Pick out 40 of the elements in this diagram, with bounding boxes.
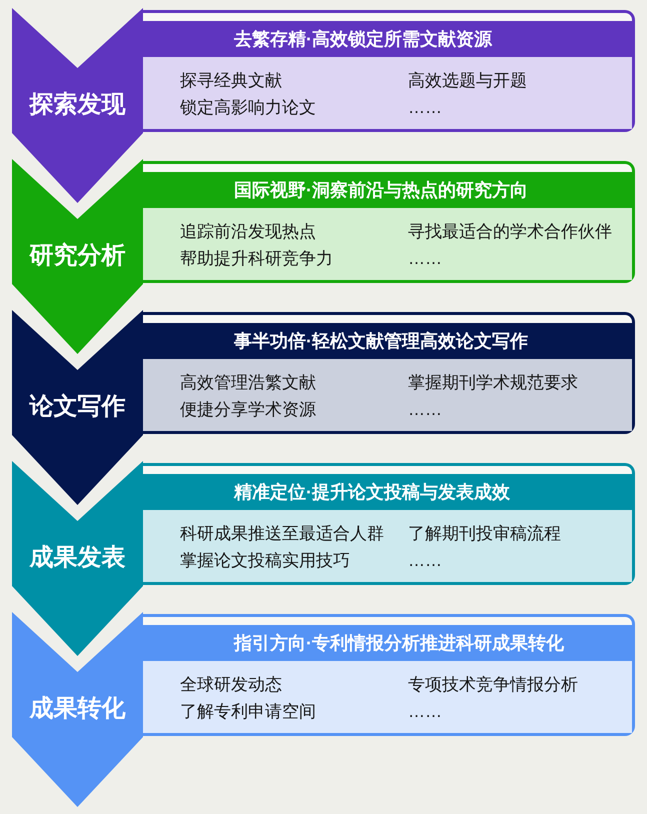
list-item: 追踪前沿发现热点 bbox=[180, 222, 316, 242]
card-header: 事半功倍·轻松文献管理高效论文写作 bbox=[143, 323, 632, 359]
step-label: 成果转化 bbox=[30, 695, 126, 723]
step-label: 论文写作 bbox=[30, 393, 126, 421]
list-item: 高效选题与开题 bbox=[408, 71, 527, 91]
step-banner bbox=[12, 461, 143, 656]
step-banner bbox=[12, 612, 143, 807]
info-card bbox=[143, 161, 635, 283]
list-item: 全球研发动态 bbox=[180, 675, 282, 695]
list-item: 锁定高影响力论文 bbox=[180, 98, 316, 118]
info-card bbox=[143, 463, 635, 585]
list-item: 科研成果推送至最适合人群 bbox=[180, 524, 384, 544]
list-item: 帮助提升科研竞争力 bbox=[180, 249, 333, 269]
info-card bbox=[143, 312, 635, 434]
card-header: 国际视野·洞察前沿与热点的研究方向 bbox=[143, 172, 632, 208]
list-item: 了解专利申请空间 bbox=[180, 702, 316, 722]
card-header: 指引方向·专利情报分析推进科研成果转化 bbox=[143, 625, 632, 661]
info-card bbox=[143, 614, 635, 736]
step-label: 研究分析 bbox=[30, 242, 126, 270]
info-card bbox=[143, 10, 635, 132]
step-banner bbox=[12, 8, 143, 203]
list-item: …… bbox=[408, 249, 442, 269]
step-banner bbox=[12, 310, 143, 505]
list-item: 寻找最适合的学术合作伙伴 bbox=[408, 222, 612, 242]
list-item: 掌握论文投稿实用技巧 bbox=[180, 551, 350, 571]
step-banner bbox=[12, 159, 143, 354]
list-item: 探寻经典文献 bbox=[180, 71, 282, 91]
list-item: 专项技术竞争情报分析 bbox=[408, 675, 578, 695]
list-item: …… bbox=[408, 702, 442, 722]
list-item: 了解期刊投审稿流程 bbox=[408, 524, 561, 544]
list-item: 便捷分享学术资源 bbox=[180, 400, 316, 420]
list-item: …… bbox=[408, 400, 442, 420]
list-item: 掌握期刊学术规范要求 bbox=[408, 373, 578, 393]
list-item: 高效管理浩繁文献 bbox=[180, 373, 316, 393]
card-header: 去繁存精·高效锁定所需文献资源 bbox=[143, 21, 632, 57]
list-item: …… bbox=[408, 98, 442, 118]
step-label: 成果发表 bbox=[30, 544, 126, 572]
list-item: …… bbox=[408, 551, 442, 571]
card-header: 精准定位·提升论文投稿与发表成效 bbox=[143, 474, 632, 510]
step-label: 探索发现 bbox=[30, 91, 126, 119]
